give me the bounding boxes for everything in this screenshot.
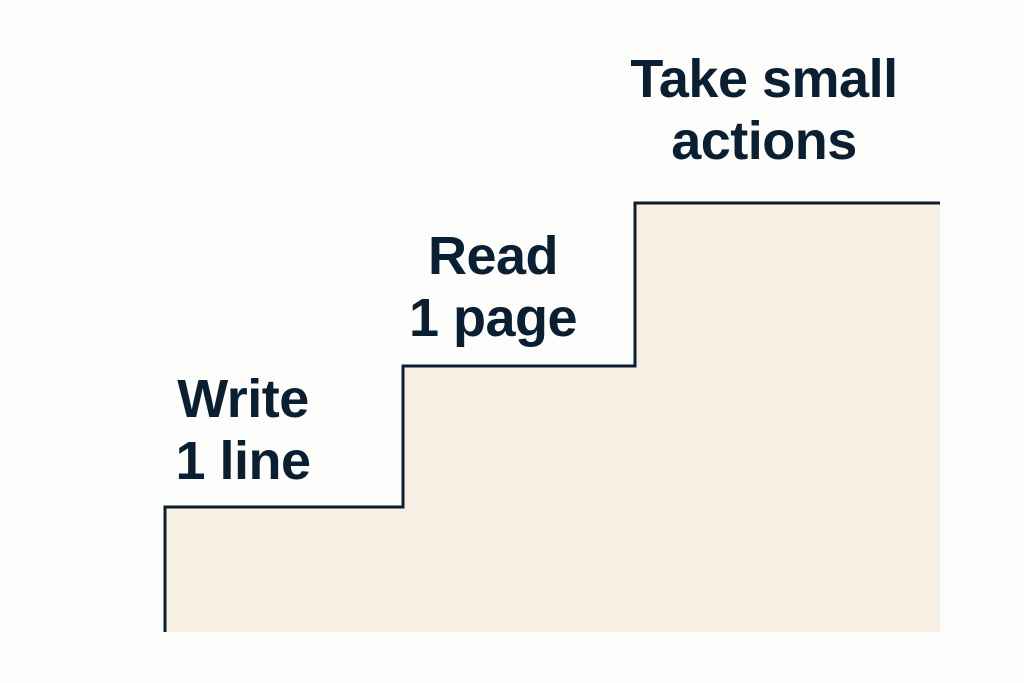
step-label-line: actions xyxy=(671,111,857,171)
step-label-line: Read xyxy=(427,226,559,286)
step-label-line: 1 page xyxy=(408,288,578,348)
staircase-fill xyxy=(165,203,940,632)
step-label-write: Write 1 line xyxy=(148,368,338,492)
step-label-read: Read 1 page xyxy=(378,225,608,349)
step-label-take-small-actions: Take small actions xyxy=(594,48,934,172)
step-label-line: Take small xyxy=(630,49,898,109)
staircase-outline xyxy=(163,201,940,632)
step-label-line: Write xyxy=(177,369,309,429)
step-label-line: 1 line xyxy=(175,431,311,491)
